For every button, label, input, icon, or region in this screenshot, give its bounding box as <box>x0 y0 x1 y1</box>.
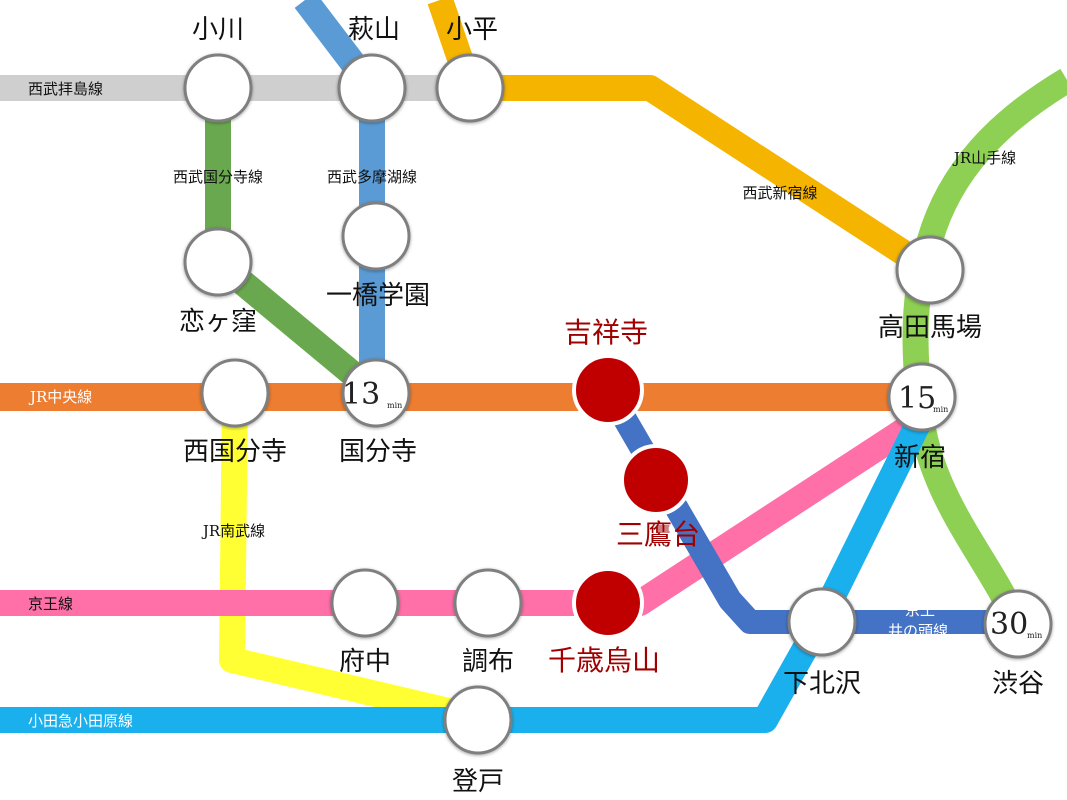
time-shinjuku-value: 15 <box>898 381 936 416</box>
station-hagiyama[interactable] <box>337 53 407 123</box>
label-shimokitazawa: 下北沢 <box>783 669 861 699</box>
label-takadanobaba: 高田馬場 <box>878 313 982 343</box>
jr-nambu-label: JR南武線 <box>201 522 265 540</box>
station-fuchu[interactable] <box>330 568 400 638</box>
station-kodaira[interactable] <box>435 53 505 123</box>
label-shibuya: 渋谷 <box>992 669 1044 699</box>
jr-yamanote-label: JR山手線 <box>952 149 1016 167</box>
station-nishikokubunji[interactable] <box>200 358 270 428</box>
station-mitaka[interactable] <box>620 444 692 516</box>
station-noborito[interactable] <box>443 685 513 755</box>
label-koigakubo: 恋ヶ窪 <box>179 307 257 337</box>
seibu-tamako-label: 西武多摩湖線 <box>327 168 417 186</box>
highlight-stations <box>572 354 692 639</box>
station-chofu[interactable] <box>453 568 523 638</box>
station-kokubunji[interactable] <box>341 358 411 428</box>
station-ogawa[interactable] <box>183 53 253 123</box>
label-kodaira: 小平 <box>446 15 498 45</box>
label-hitotsubashi: 一橋学園 <box>326 281 430 311</box>
station-shinjuku[interactable] <box>887 362 957 432</box>
time-shibuya-unit: min <box>1027 631 1042 640</box>
time-kokubunji-value: 13 <box>342 377 380 412</box>
label-chofu: 調布 <box>462 647 514 677</box>
time-kokubunji-unit: min <box>387 401 402 410</box>
station-hitotsubashi[interactable] <box>341 201 411 271</box>
label-kokubunji: 国分寺 <box>339 437 417 467</box>
keio-inokashira-label-1: 京王 <box>905 601 935 619</box>
label-ogawa: 小川 <box>192 15 244 45</box>
station-kichijoji[interactable] <box>572 354 644 426</box>
jr-nambu-line <box>219 396 481 731</box>
odakyu-line <box>0 414 932 733</box>
label-noborito: 登戸 <box>452 767 504 797</box>
jr-chuo-label: JR中央線 <box>28 388 92 406</box>
label-mitaka: 三鷹台 <box>616 518 700 551</box>
station-takadanobaba[interactable] <box>895 235 965 305</box>
seibu-haijima-label: 西武拝島線 <box>28 80 103 98</box>
station-koigakubo[interactable] <box>183 227 253 297</box>
seibu-shinjuku-label: 西武新宿線 <box>742 184 817 202</box>
label-nishikokubunji: 西国分寺 <box>183 437 287 467</box>
keio-line <box>0 409 928 616</box>
keio-label: 京王線 <box>28 595 73 613</box>
jr-yamanote-line <box>902 68 1067 626</box>
station-shimokitazawa[interactable] <box>787 587 857 657</box>
label-fuchu: 府中 <box>339 647 391 677</box>
odakyu-label: 小田急小田原線 <box>28 712 133 730</box>
stations <box>183 53 1053 755</box>
label-chitosekarasuyama: 千歳烏山 <box>548 644 660 677</box>
keio-inokashira-label-2: 井の頭線 <box>888 622 948 640</box>
label-hagiyama: 萩山 <box>348 15 400 45</box>
station-chitosekarasuyama[interactable] <box>572 567 644 639</box>
seibu-kokubunji-label: 西武国分寺線 <box>173 168 263 186</box>
seibu-shinjuku-line <box>427 0 938 281</box>
time-shinjuku-unit: min <box>933 405 948 414</box>
label-kichijoji: 吉祥寺 <box>564 316 648 349</box>
time-shibuya-value: 30 <box>990 607 1028 642</box>
label-shinjuku: 新宿 <box>894 443 946 473</box>
station-shibuya[interactable] <box>983 589 1053 659</box>
